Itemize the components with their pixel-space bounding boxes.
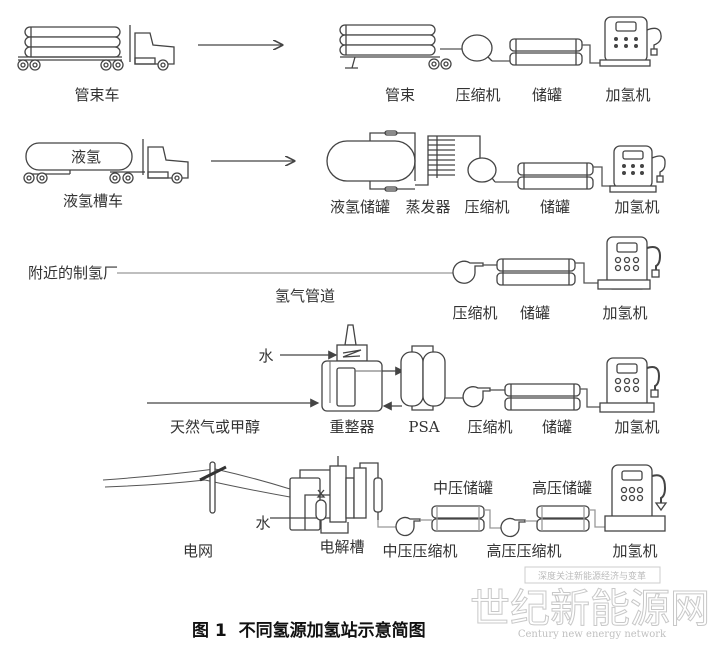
watermark-slogan: 深度关注新能源经济与变革: [538, 570, 646, 582]
source-label-natural-gas-methanol: 天然气或甲醇: [170, 418, 260, 436]
pipeline-label: 氢气管道: [275, 287, 335, 305]
component-label: 加氢机: [612, 542, 657, 560]
evaporator-icon: [415, 135, 481, 186]
row-onsite-reforming: 水 天然气或甲醇: [147, 324, 661, 436]
component-label: 蒸发器: [405, 198, 450, 216]
component-label: 液氢储罐: [330, 198, 390, 216]
high-pressure-compressor-icon: [500, 517, 526, 538]
component-label: 高压储罐: [532, 479, 592, 497]
component-label: 加氢机: [614, 198, 659, 216]
component-label: 储罐: [520, 304, 550, 322]
power-grid-icon: [102, 461, 291, 514]
source-label-liquid-hydrogen-tanker: 液氢槽车: [63, 192, 123, 210]
dispenser-icon: [599, 357, 661, 413]
storage-tank-icon: [509, 38, 583, 66]
compressor-icon: [452, 260, 484, 284]
component-label: 加氢机: [602, 304, 647, 322]
storage-tank-icon: [496, 258, 576, 286]
storage-tank-icon: [517, 162, 594, 190]
electrolyzer-icon: [270, 456, 383, 534]
component-label: 高压压缩机: [486, 542, 561, 560]
tube-bundle-icon: [339, 24, 452, 70]
compressor-icon: [467, 157, 497, 183]
component-label: 电解槽: [319, 538, 364, 556]
component-label: 压缩机: [452, 304, 497, 322]
compressor-icon: [462, 386, 491, 408]
component-label: PSA: [408, 418, 439, 436]
figure-caption: 图 1 不同氢源加氢站示意简图: [192, 620, 426, 641]
medium-pressure-compressor-icon: [395, 516, 421, 537]
dispenser-icon: [609, 145, 666, 193]
component-label: 中压储罐: [433, 479, 493, 497]
row-liquid-hydrogen: 液氢 液氢槽车: [23, 130, 666, 216]
component-label: 加氢机: [605, 86, 650, 104]
psa-icon: [400, 345, 446, 411]
liquid-hydrogen-tanker-icon: 液氢: [23, 139, 189, 184]
component-label: 压缩机: [467, 418, 512, 436]
liquid-hydrogen-tank-icon: [326, 130, 416, 192]
source-label-power-grid: 电网: [183, 542, 213, 560]
component-label: 加氢机: [614, 418, 659, 436]
component-label: 重整器: [329, 418, 374, 436]
component-label: 压缩机: [455, 86, 500, 104]
tank-text: 液氢: [71, 148, 101, 166]
water-label: 水: [255, 514, 270, 532]
dispenser-icon: [597, 236, 662, 290]
storage-tank-icon: [504, 383, 581, 411]
component-label: 管束: [385, 86, 415, 104]
component-label: 储罐: [542, 418, 572, 436]
reformer-icon: [321, 324, 383, 412]
row-tube-trailer: 管束车: [17, 16, 662, 104]
watermark-english: Century new energy network: [518, 629, 667, 640]
compressor-icon: [461, 34, 493, 62]
watermark-name: 世纪新能源网: [470, 586, 709, 632]
tube-trailer-truck-icon: [17, 25, 175, 71]
medium-pressure-storage-tank-icon: [431, 505, 485, 532]
component-label: 储罐: [540, 198, 570, 216]
source-label-tube-trailer: 管束车: [74, 86, 119, 104]
component-label: 储罐: [532, 86, 562, 104]
watermark: 深度关注新能源经济与变革 世纪新能源网 Century new energy n…: [470, 566, 709, 640]
water-label: 水: [258, 347, 273, 365]
row-onsite-electrolysis: 电网 水: [102, 456, 668, 560]
high-pressure-storage-tank-icon: [536, 505, 590, 532]
source-label-nearby-plant: 附近的制氢厂: [28, 264, 118, 282]
component-label: 压缩机: [464, 198, 509, 216]
row-pipeline: 附近的制氢厂 氢气管道 压缩机 储罐 加氢机: [28, 236, 662, 322]
dispenser-icon: [604, 464, 668, 532]
dispenser-icon: [599, 16, 662, 67]
component-label: 中压压缩机: [382, 542, 457, 560]
